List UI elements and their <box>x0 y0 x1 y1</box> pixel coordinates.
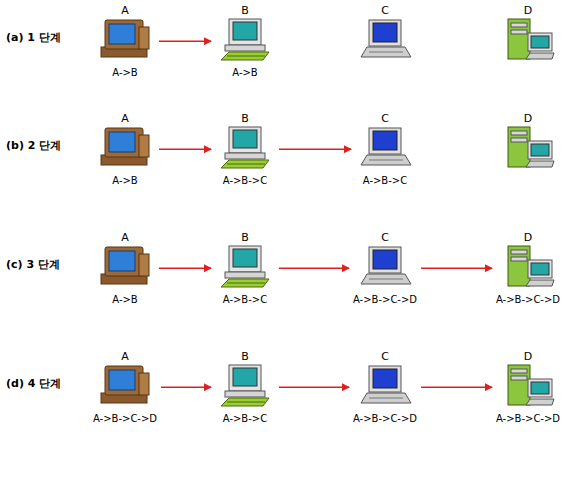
computer-node: B A->B->C <box>215 231 275 306</box>
node-name: A <box>121 350 129 363</box>
computer-icon <box>355 363 415 407</box>
computer-icon <box>215 363 275 407</box>
node-name: B <box>241 231 249 244</box>
computer-icon <box>498 244 558 288</box>
computer-icon <box>215 244 275 288</box>
node-name: C <box>381 350 389 363</box>
computer-icon <box>95 363 155 407</box>
red-arrow <box>161 386 211 388</box>
route-text: A->B->C <box>223 413 267 425</box>
computer-node: D A->B->C->D <box>496 350 560 425</box>
computer-icon <box>498 17 558 61</box>
node-name: D <box>524 231 532 244</box>
computer-node: A A->B <box>95 4 155 79</box>
route-text: A->B->C->D <box>496 294 560 306</box>
route-text: A->B->C->D <box>93 413 157 425</box>
node-name: B <box>241 350 249 363</box>
red-arrow <box>421 267 492 269</box>
computer-node: A A->B <box>95 112 155 187</box>
red-arrow <box>279 267 349 269</box>
node-name: C <box>381 4 389 17</box>
step-label: (d) 4 단계 <box>6 376 61 391</box>
computer-icon <box>355 125 415 169</box>
route-text: A->B->C <box>223 175 267 187</box>
computer-node: A A->B->C->D <box>93 350 157 425</box>
computer-node: C <box>355 4 415 61</box>
node-name: B <box>241 112 249 125</box>
computer-icon <box>498 125 558 169</box>
node-name: D <box>524 350 532 363</box>
route-text: A->B->C->D <box>496 413 560 425</box>
step-label: (a) 1 단계 <box>6 30 61 45</box>
computer-node: A A->B <box>95 231 155 306</box>
computer-node: C A->B->C->D <box>353 231 417 306</box>
computer-node: D A->B->C->D <box>496 231 560 306</box>
computer-icon <box>95 17 155 61</box>
computer-icon <box>95 125 155 169</box>
node-name: D <box>524 4 532 17</box>
computer-node: B A->B <box>215 4 275 79</box>
computer-node: D <box>498 112 558 169</box>
computer-icon <box>355 17 415 61</box>
computer-icon <box>215 17 275 61</box>
route-text: A->B->C->D <box>353 413 417 425</box>
red-arrow <box>159 148 211 150</box>
route-text: A->B->C <box>223 294 267 306</box>
node-name: A <box>121 112 129 125</box>
route-text: A->B <box>232 67 257 79</box>
computer-icon <box>95 244 155 288</box>
computer-node: D <box>498 4 558 61</box>
computer-icon <box>215 125 275 169</box>
route-text: A->B->C->D <box>353 294 417 306</box>
computer-node: B A->B->C <box>215 350 275 425</box>
red-arrow <box>279 386 349 388</box>
node-name: B <box>241 4 249 17</box>
computer-node: C A->B->C <box>355 112 415 187</box>
route-text: A->B <box>112 67 137 79</box>
step-label: (c) 3 단계 <box>6 257 60 272</box>
route-text: A->B <box>112 175 137 187</box>
step-label: (b) 2 단계 <box>6 138 61 153</box>
computer-icon <box>498 363 558 407</box>
computer-node: C A->B->C->D <box>353 350 417 425</box>
node-name: D <box>524 112 532 125</box>
computer-node: B A->B->C <box>215 112 275 187</box>
node-name: C <box>381 231 389 244</box>
red-arrow <box>159 267 211 269</box>
node-name: A <box>121 4 129 17</box>
computer-icon <box>355 244 415 288</box>
red-arrow <box>279 148 351 150</box>
red-arrow <box>421 386 492 388</box>
node-name: A <box>121 231 129 244</box>
red-arrow <box>159 40 211 42</box>
route-text: A->B->C <box>363 175 407 187</box>
route-text: A->B <box>112 294 137 306</box>
node-name: C <box>381 112 389 125</box>
